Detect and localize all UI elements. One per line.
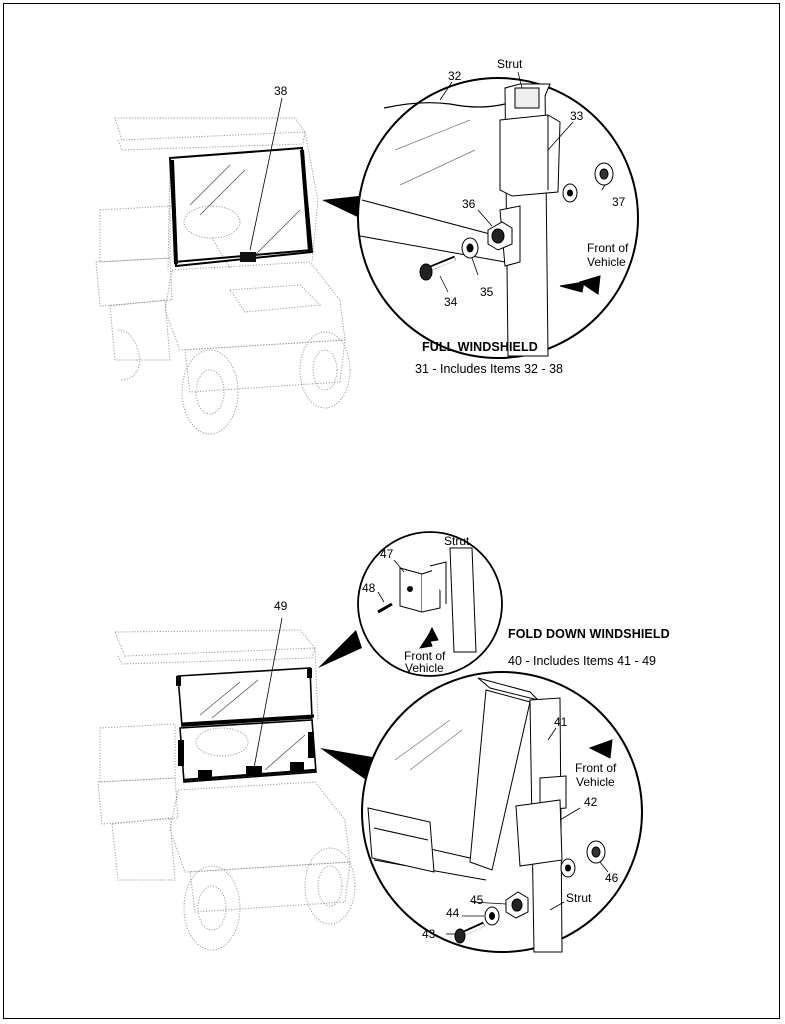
leader-49 — [253, 617, 283, 769]
pointer-arrow-top — [322, 195, 368, 222]
fold-down-windshield-subtitle: 40 - Includes Items 41 - 49 — [508, 654, 656, 668]
callout-44: 44 — [446, 906, 460, 920]
front-of-vehicle-small-1: Front of — [404, 649, 446, 663]
detail-small-parts — [377, 547, 477, 653]
golf-cart-full-windshield — [95, 117, 351, 435]
callout-33: 33 — [570, 109, 584, 123]
pointer-arrow-large — [320, 748, 378, 784]
pointer-arrow-small — [318, 630, 362, 668]
fold-down-windshield-title: FOLD DOWN WINDSHIELD — [508, 627, 670, 641]
strut-label-top: Strut — [497, 57, 523, 71]
callout-38: 38 — [274, 84, 288, 98]
callout-43: 43 — [422, 927, 436, 941]
front-of-vehicle-top-1: Front of — [587, 241, 629, 255]
full-windshield-subtitle: 31 - Includes Items 32 - 38 — [415, 362, 563, 376]
callout-47: 47 — [380, 547, 394, 561]
callout-45: 45 — [470, 893, 484, 907]
callout-36: 36 — [462, 197, 476, 211]
page-border — [3, 3, 780, 1019]
full-windshield-title: FULL WINDSHIELD — [422, 340, 538, 354]
detail-circle-full — [357, 77, 639, 359]
detail-fold-parts — [367, 677, 613, 953]
leader-38 — [249, 97, 283, 251]
callout-34: 34 — [444, 295, 458, 309]
callout-49: 49 — [274, 599, 288, 613]
detail-full-parts — [359, 83, 614, 357]
callout-35: 35 — [480, 285, 494, 299]
callout-41: 41 — [554, 715, 568, 729]
callout-32: 32 — [448, 69, 462, 83]
callout-42: 42 — [584, 795, 598, 809]
front-of-vehicle-large-1: Front of — [575, 761, 617, 775]
strut-label-large: Strut — [566, 891, 592, 905]
leaders-top — [439, 71, 606, 293]
windshield-glass-fold — [176, 667, 317, 783]
golf-cart-fold-windshield — [97, 629, 356, 951]
windshield-clip-38 — [240, 252, 256, 262]
front-of-vehicle-small-2: Vehicle — [405, 661, 444, 675]
front-of-vehicle-large-2: Vehicle — [576, 775, 615, 789]
callout-46: 46 — [605, 871, 619, 885]
strut-label-small: Strut — [444, 534, 470, 548]
callout-37: 37 — [612, 195, 626, 209]
leaders-bottom — [446, 727, 609, 935]
windshield-glass-full — [168, 146, 314, 268]
callout-48: 48 — [362, 581, 376, 595]
front-of-vehicle-top-2: Vehicle — [587, 255, 626, 269]
windshield-clip-49 — [246, 766, 262, 776]
